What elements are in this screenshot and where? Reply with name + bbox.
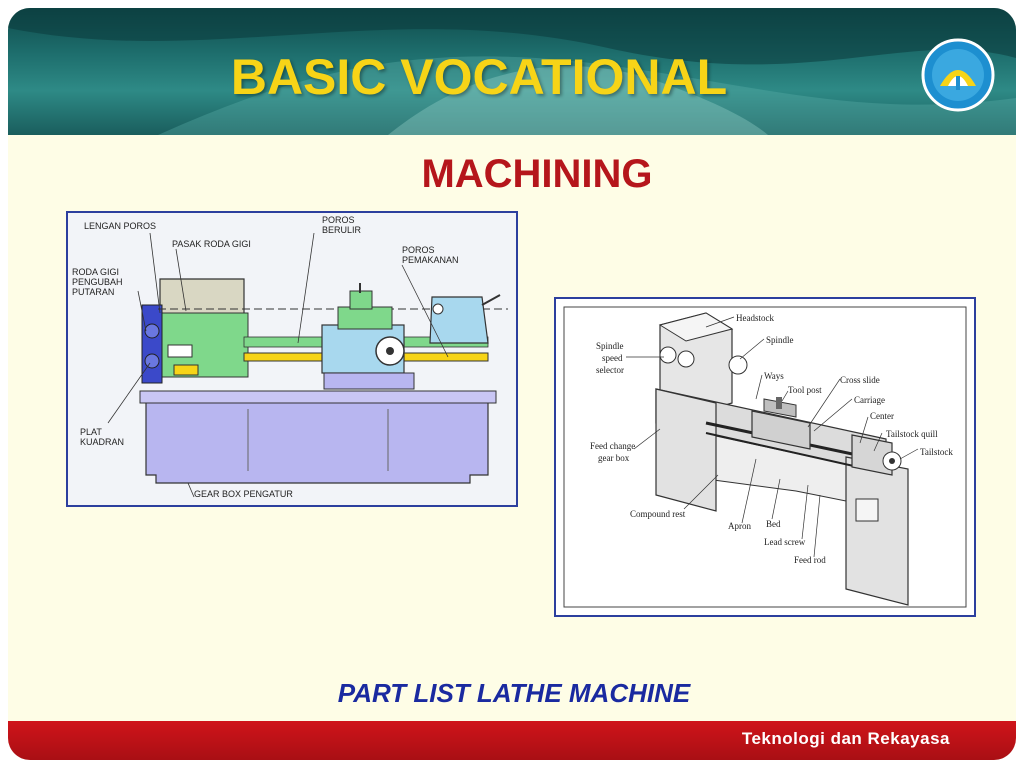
- label-lead-screw: Lead screw: [764, 537, 806, 547]
- label-kuadran: KUADRAN: [80, 437, 124, 447]
- label-pasak-roda-gigi: PASAK RODA GIGI: [172, 239, 251, 249]
- label-gear-box-pengatur: GEAR BOX PENGATUR: [194, 489, 293, 499]
- label-pemakanan: PEMAKANAN: [402, 255, 459, 265]
- lathe-diagram-indonesian: LENGAN POROS PASAK RODA GIGI POROS BERUL…: [66, 211, 518, 507]
- label-pengubah: PENGUBAH: [72, 277, 123, 287]
- label-spindle: Spindle: [766, 335, 794, 345]
- tut-wuri-handayani-logo: [921, 38, 995, 112]
- label-spindle-speed-3: selector: [596, 365, 624, 375]
- lathe-diagram-english: Headstock Spindle Spindle speed selector…: [554, 297, 976, 617]
- label-feed-change-1: Feed change: [590, 441, 635, 451]
- label-spindle-speed-1: Spindle: [596, 341, 624, 351]
- label-center: Center: [870, 411, 894, 421]
- slide: BASIC VOCATIONAL MACHINING: [8, 8, 1016, 760]
- figure-caption: PART LIST LATHE MACHINE: [337, 678, 691, 708]
- label-carriage: Carriage: [854, 395, 885, 405]
- label-cross-slide: Cross slide: [840, 375, 880, 385]
- label-compound-rest: Compound rest: [630, 509, 686, 519]
- label-tool-post: Tool post: [788, 385, 822, 395]
- label-ways: Ways: [764, 371, 784, 381]
- label-feed-change-2: gear box: [598, 453, 630, 463]
- label-lengan-poros: LENGAN POROS: [84, 221, 156, 231]
- label-poros-1: POROS: [322, 215, 355, 225]
- label-bed: Bed: [766, 519, 781, 529]
- header-banner: [8, 8, 1016, 135]
- label-berulir: BERULIR: [322, 225, 362, 235]
- label-tailstock: Tailstock: [920, 447, 953, 457]
- label-poros-2: POROS: [402, 245, 435, 255]
- lathe-diagram-indonesian-drawing: LENGAN POROS PASAK RODA GIGI POROS BERUL…: [72, 215, 508, 499]
- footer-text: Teknologi dan Rekayasa: [741, 729, 950, 748]
- label-feed-rod: Feed rod: [794, 555, 826, 565]
- label-tailstock-quill: Tailstock quill: [886, 429, 938, 439]
- lathe-diagram-english-drawing: Headstock Spindle Spindle speed selector…: [563, 306, 967, 608]
- label-roda-gigi: RODA GIGI: [72, 267, 119, 277]
- footer-bar: Teknologi dan Rekayasa: [8, 721, 1016, 760]
- label-headstock: Headstock: [736, 313, 774, 323]
- label-apron: Apron: [728, 521, 751, 531]
- label-plat: PLAT: [80, 427, 102, 437]
- slide-title: BASIC VOCATIONAL: [230, 49, 728, 105]
- label-putaran: PUTARAN: [72, 287, 114, 297]
- slide-subtitle: MACHINING: [421, 152, 653, 196]
- header-swirl-decoration: [8, 8, 1016, 135]
- label-spindle-speed-2: speed: [602, 353, 623, 363]
